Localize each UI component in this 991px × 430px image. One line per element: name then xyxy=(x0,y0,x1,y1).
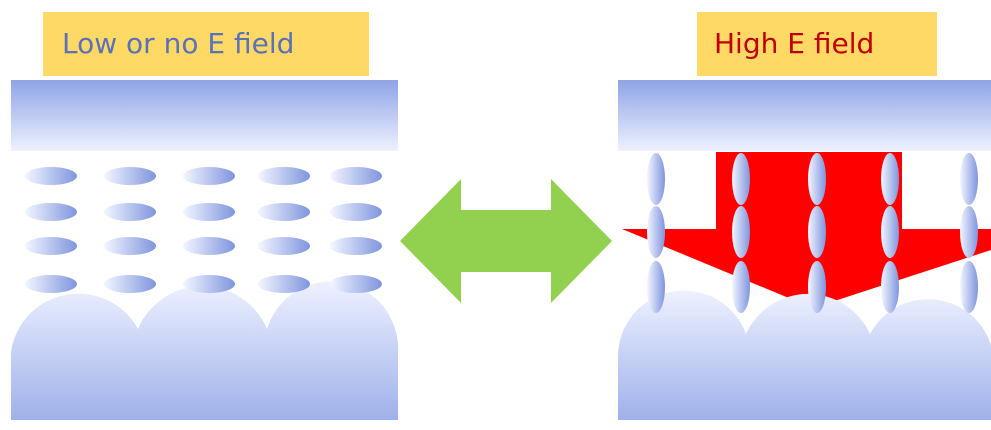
lc-molecule xyxy=(808,261,826,313)
lc-molecule xyxy=(732,206,750,258)
lc-molecule xyxy=(647,153,665,205)
lc-molecule xyxy=(960,153,978,205)
lc-molecule xyxy=(258,237,310,255)
lc-molecule xyxy=(330,203,382,221)
lc-molecule xyxy=(881,206,899,258)
lc-molecule xyxy=(960,261,978,313)
lc-molecule xyxy=(104,167,156,185)
lc-molecule xyxy=(330,275,382,293)
lc-molecule xyxy=(258,167,310,185)
lc-molecule xyxy=(732,153,750,205)
double-headed-arrow-icon xyxy=(400,179,612,303)
lc-molecule xyxy=(732,261,750,313)
field-down-arrow-icon xyxy=(622,152,991,308)
right-molecules-vertical xyxy=(647,153,978,313)
lc-molecule xyxy=(25,167,77,185)
lc-molecule xyxy=(183,203,235,221)
lc-molecule xyxy=(960,206,978,258)
left-bottom-electrode xyxy=(11,281,399,420)
lc-molecule xyxy=(183,275,235,293)
lc-molecule xyxy=(808,153,826,205)
lc-molecule xyxy=(330,237,382,255)
lc-molecule xyxy=(647,206,665,258)
lc-molecule xyxy=(104,203,156,221)
left-molecules-horizontal xyxy=(25,167,382,293)
low-field-label: Low or no E field xyxy=(43,12,369,76)
lc-molecule xyxy=(330,167,382,185)
right-top-electrode xyxy=(618,80,991,151)
lc-molecule xyxy=(881,153,899,205)
left-panel xyxy=(11,80,399,420)
lc-molecule xyxy=(25,203,77,221)
lc-molecule xyxy=(258,203,310,221)
lc-molecule xyxy=(183,237,235,255)
high-field-label: High E field xyxy=(697,12,937,76)
left-top-electrode xyxy=(11,80,398,151)
lc-molecule xyxy=(808,206,826,258)
lc-molecule xyxy=(104,275,156,293)
lc-molecule xyxy=(647,261,665,313)
lc-molecule xyxy=(258,275,310,293)
right-panel xyxy=(617,80,991,420)
lc-molecule xyxy=(183,167,235,185)
right-bottom-electrode xyxy=(617,290,991,420)
lc-molecule xyxy=(25,237,77,255)
lc-molecule xyxy=(881,261,899,313)
lc-molecule xyxy=(104,237,156,255)
lc-molecule xyxy=(25,275,77,293)
